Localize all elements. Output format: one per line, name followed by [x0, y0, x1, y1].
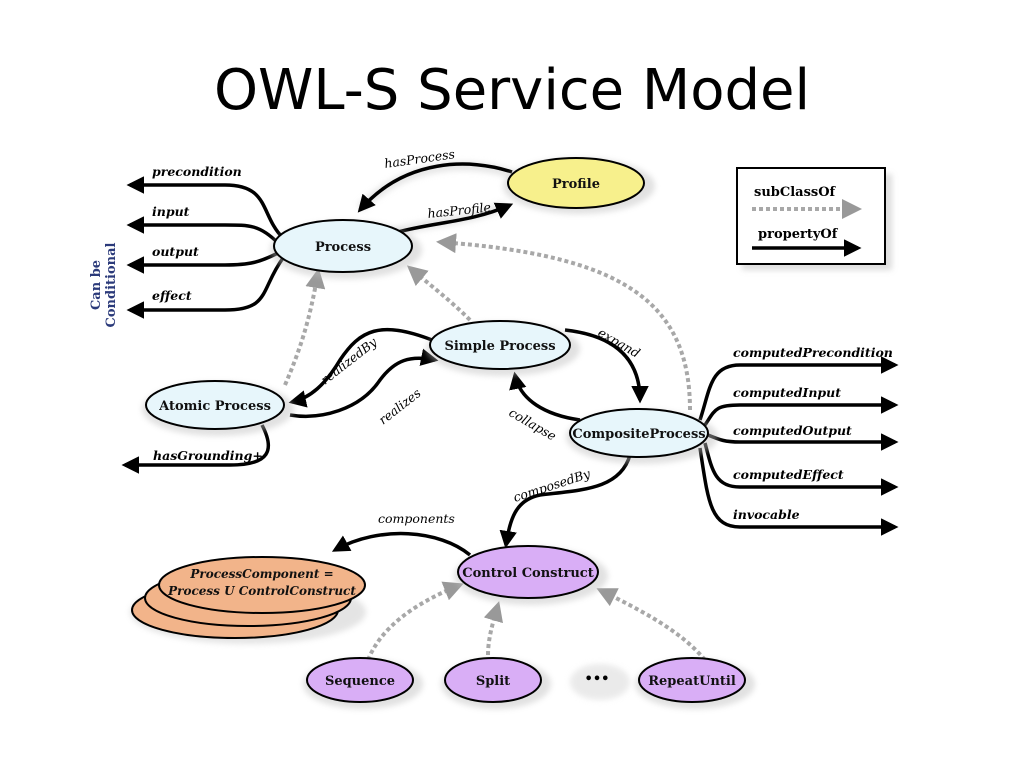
atomic-process-node: Atomic Process [142, 380, 294, 436]
side-label-line2: Conditional [104, 242, 119, 327]
process-label: Process [315, 240, 371, 255]
edge-sequence-subclass-cc [366, 581, 464, 661]
edge-composite-subclass-process [436, 233, 692, 411]
repeat-until-label: RepeatUntil [648, 674, 736, 689]
edge-collapse [509, 371, 581, 422]
control-construct-label: Control Construct [462, 566, 593, 581]
effect-label: effect [152, 288, 192, 303]
edge-computed-effect [703, 442, 899, 496]
expand-label: expand [596, 325, 643, 361]
edge-realizes [289, 348, 439, 418]
simple-process-node: Simple Process [426, 320, 580, 376]
control-construct-node: Control Construct [454, 545, 608, 605]
components-label: components [378, 511, 455, 526]
edge-computed-input [703, 396, 899, 426]
edge-has-profile [397, 202, 514, 234]
computed-precondition-label: computedPrecondition [733, 345, 893, 360]
property-edges [121, 161, 899, 557]
simple-process-label: Simple Process [444, 339, 555, 354]
edge-repeat-subclass-cc [596, 588, 707, 662]
process-component-line1: ProcessComponent = [189, 567, 333, 581]
edge-computed-precondition [698, 356, 899, 421]
repeat-until-node: RepeatUntil [635, 657, 755, 709]
edge-input [126, 216, 280, 245]
legend-property-label: propertyOf [758, 227, 839, 242]
edge-simple-subclass-process [406, 265, 472, 322]
atomic-process-label: Atomic Process [158, 399, 271, 414]
page-title: OWL-S Service Model [213, 58, 811, 123]
split-node: Split [441, 657, 551, 709]
edge-atomic-subclass-process [283, 268, 326, 386]
edge-components [331, 531, 472, 557]
computed-input-label: computedInput [733, 385, 841, 400]
has-grounding-label: hasGrounding+ [153, 448, 263, 463]
computed-output-label: computedOutput [733, 423, 852, 438]
edge-expand [564, 328, 649, 404]
output-label: output [152, 244, 199, 259]
invocable-label: invocable [733, 507, 800, 522]
edge-realized-by [288, 327, 433, 408]
collapse-label: collapse [507, 405, 559, 444]
profile-node: Profile [503, 157, 655, 214]
sequence-node: Sequence [303, 657, 423, 709]
realized-by-label: realizedBy [318, 334, 381, 388]
side-label-line1: Can be [89, 260, 104, 310]
edge-effect [126, 256, 285, 319]
profile-label: Profile [552, 177, 600, 192]
process-component-line2: Process U ControlConstruct [167, 584, 356, 598]
ellipsis-label: ••• [585, 672, 610, 687]
subclass-edges [283, 233, 707, 662]
computed-effect-label: computedEffect [733, 467, 844, 482]
split-label: Split [476, 674, 510, 689]
edge-split-subclass-cc [483, 601, 503, 656]
edge-composed-by [499, 454, 632, 549]
composite-process-label: CompositeProcess [572, 427, 705, 442]
edge-invocable [698, 447, 899, 536]
composite-process-node: CompositeProcess [566, 408, 718, 464]
can-be-conditional-label: Can be Conditional [89, 242, 119, 327]
sequence-label: Sequence [325, 674, 395, 689]
legend-subclass-label: subClassOf [754, 185, 837, 200]
edge-precondition [126, 176, 285, 240]
process-node: Process [270, 219, 422, 279]
input-label: input [152, 204, 190, 219]
legend: subClassOf propertyOf [736, 167, 892, 270]
process-component-node: ProcessComponent = Process U ControlCons… [130, 556, 366, 644]
realizes-label: realizes [376, 385, 424, 427]
edge-has-grounding [121, 424, 271, 474]
edge-has-process [357, 162, 513, 213]
has-profile-label: hasProfile [427, 199, 492, 221]
composed-by-label: composedBy [511, 466, 593, 505]
precondition-label: precondition [152, 164, 242, 179]
ellipsis-node: ••• [570, 664, 630, 700]
